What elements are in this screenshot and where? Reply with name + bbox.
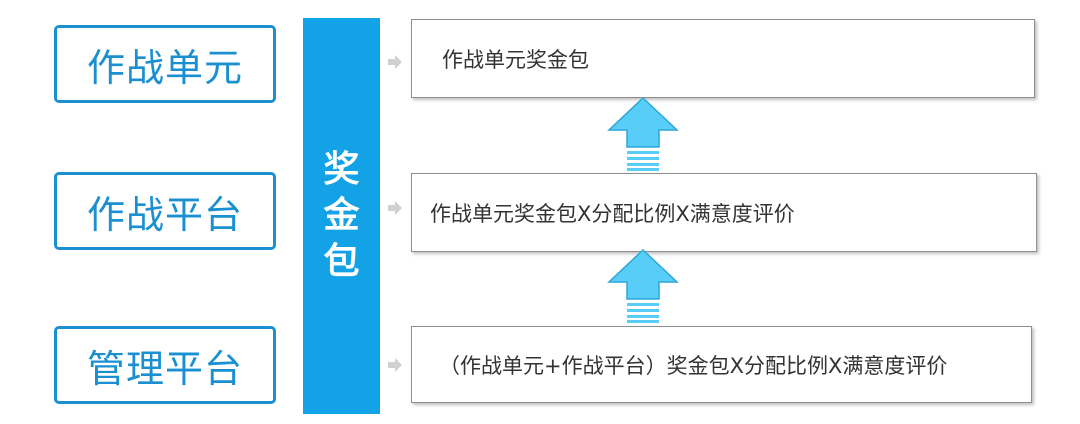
left-box-combat-unit: 作战单元 [54, 25, 276, 103]
formula-box-management-platform: （作战单元+作战平台）奖金包X分配比例X满意度评价 [411, 326, 1032, 403]
up-arrow-icon [607, 97, 679, 171]
small-right-arrow-icon [388, 201, 402, 215]
formula-text: 作战单元奖金包X分配比例X满意度评价 [430, 201, 795, 226]
formula-box-combat-platform: 作战单元奖金包X分配比例X满意度评价 [411, 173, 1037, 252]
left-box-combat-platform: 作战平台 [54, 172, 276, 250]
bonus-pool-bar: 奖金包 [303, 18, 380, 414]
formula-text: （作战单元+作战平台）奖金包X分配比例X满意度评价 [439, 353, 948, 378]
bonus-pool-label: 奖金包 [323, 149, 360, 282]
small-right-arrow-icon [388, 55, 402, 69]
left-box-label: 作战单元 [86, 45, 243, 90]
left-box-label: 管理平台 [86, 346, 243, 391]
up-arrow-icon [607, 249, 679, 323]
formula-text: 作战单元奖金包 [442, 47, 589, 72]
left-box-management-platform: 管理平台 [54, 326, 276, 404]
formula-box-combat-unit: 作战单元奖金包 [411, 19, 1035, 98]
left-box-label: 作战平台 [86, 192, 243, 237]
small-right-arrow-icon [388, 358, 402, 372]
